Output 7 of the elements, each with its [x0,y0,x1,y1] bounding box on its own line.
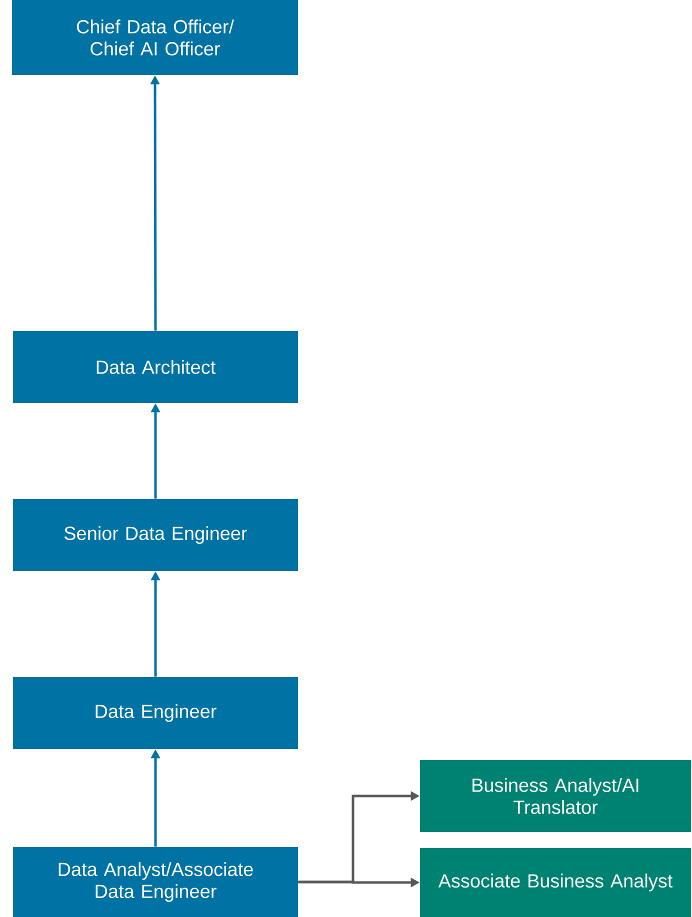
role-box: Data Architect [13,331,298,403]
role-box: Data Engineer [13,677,298,749]
role-box: Business Analyst/AI Translator [420,760,691,832]
role-box: Senior Data Engineer [13,499,298,571]
role-box: Chief Data Officer/ Chief AI Officer [12,0,298,75]
role-box: Associate Business Analyst [420,848,691,917]
role-box: Data Analyst/Associate Data Engineer [13,847,298,917]
